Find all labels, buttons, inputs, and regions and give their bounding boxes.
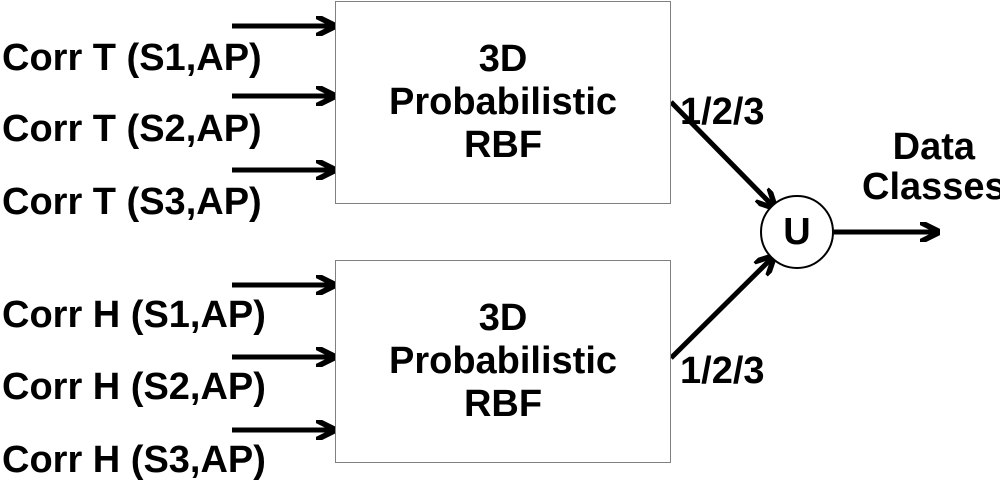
input-label-t1: Corr T (S1,AP) xyxy=(2,37,262,79)
block-top-line1: 3D xyxy=(478,38,528,81)
block-top-line3: RBF xyxy=(463,123,543,166)
rbf-block-top: 3D Probabilistic RBF xyxy=(335,1,671,204)
output-label-top: 1/2/3 xyxy=(680,91,765,133)
block-bottom-line2: Probabilistic xyxy=(388,340,618,383)
arrow-output-top xyxy=(669,100,773,206)
input-label-h2: Corr H (S2,AP) xyxy=(2,366,266,408)
input-label-h3: Corr H (S3,AP) xyxy=(2,439,266,481)
result-label-line1: Data xyxy=(892,126,976,168)
input-label-t3: Corr T (S3,AP) xyxy=(2,181,262,223)
block-top-line2: Probabilistic xyxy=(388,81,618,124)
block-bottom-line3: RBF xyxy=(463,382,543,425)
result-label-line2: Classes xyxy=(862,165,1000,208)
rbf-block-bottom: 3D Probabilistic RBF xyxy=(335,260,671,463)
output-label-bottom: 1/2/3 xyxy=(680,350,765,392)
result-label: Data Classes xyxy=(862,126,1000,208)
input-label-t2: Corr T (S2,AP) xyxy=(2,108,262,150)
union-node: U xyxy=(760,195,834,269)
union-symbol: U xyxy=(783,210,811,253)
block-bottom-line1: 3D xyxy=(478,297,528,340)
arrow-output-bottom xyxy=(669,258,772,360)
input-label-h1: Corr H (S1,AP) xyxy=(2,294,266,336)
